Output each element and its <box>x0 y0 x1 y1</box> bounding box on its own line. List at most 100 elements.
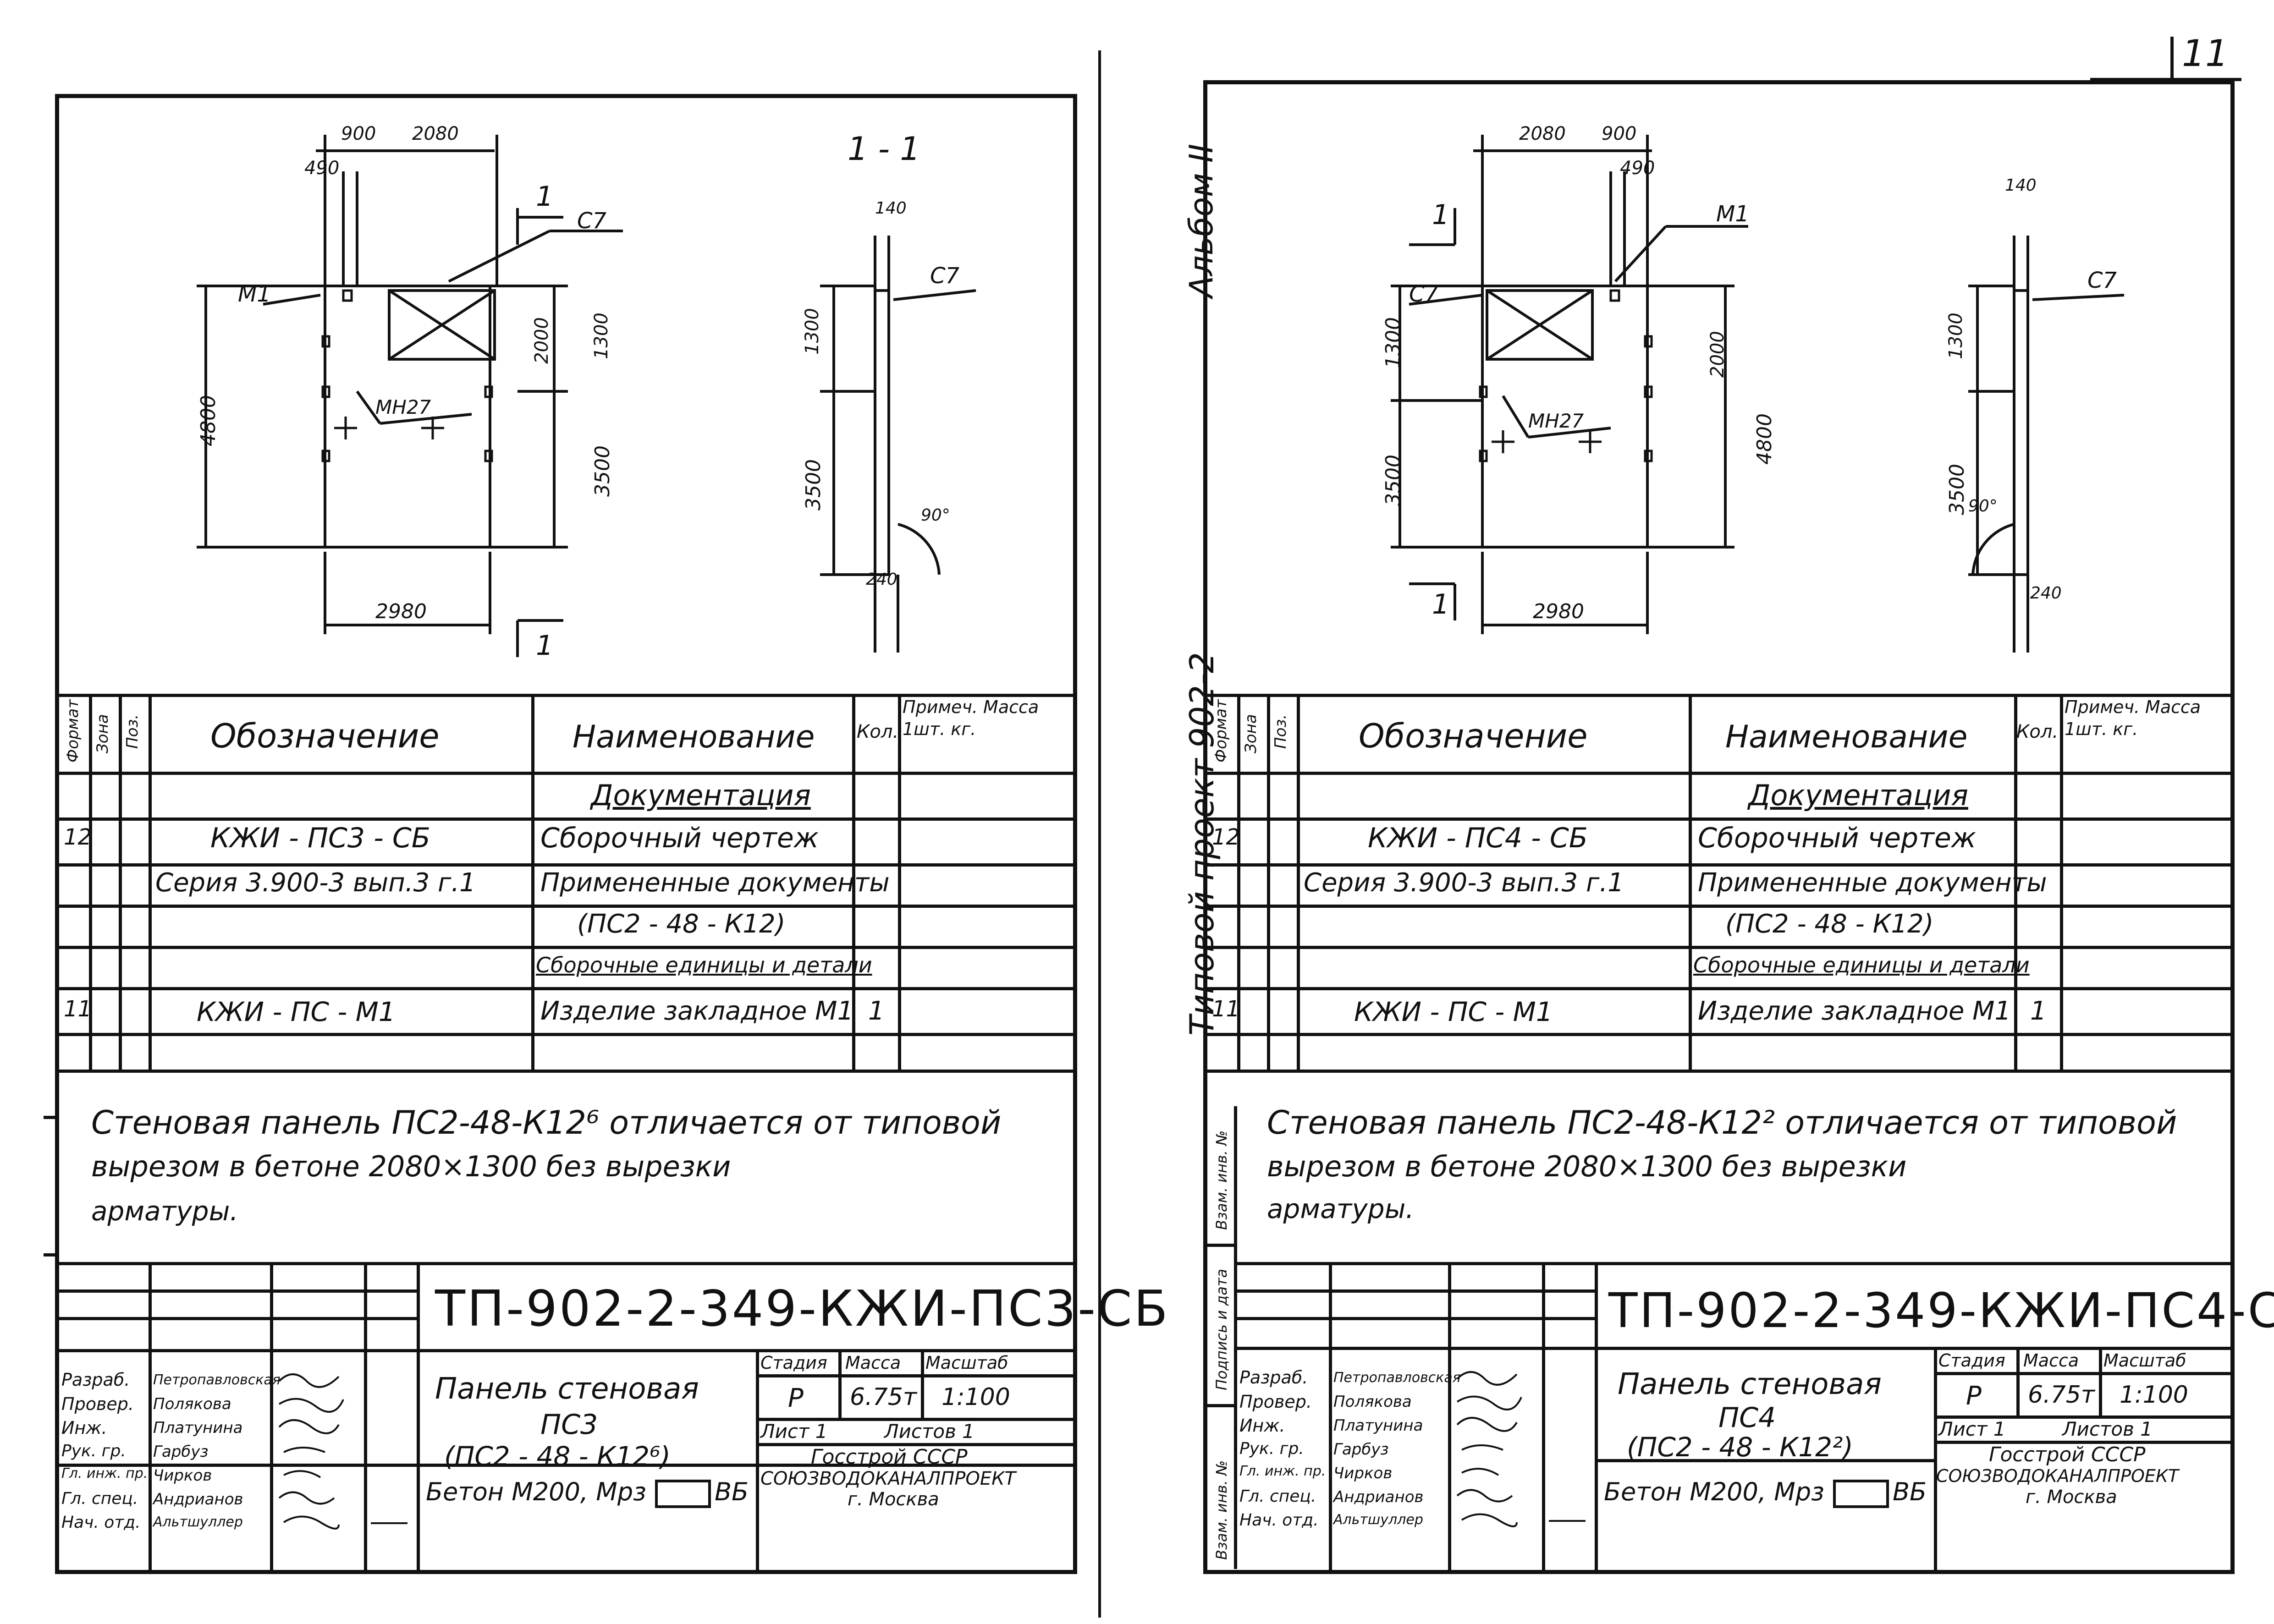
hdr-zone: Зона <box>94 714 112 753</box>
dim-490: 490 <box>1620 158 1655 179</box>
section-dim-3500: 3500 <box>1945 464 1969 515</box>
person-name: Андрианов <box>1333 1488 1424 1506</box>
right-sheet: 2080 900 490 1300 3500 2000 4800 2980 М1… <box>1203 80 2274 1574</box>
dim-240: 240 <box>866 570 897 589</box>
concrete-label: Бетон М200, Мрз <box>1604 1477 1824 1506</box>
row-2-name: Сборочный чертеж <box>1698 822 1976 854</box>
person-role: Рук. гр. <box>61 1442 126 1460</box>
stage-header: Стадия <box>1938 1350 2005 1371</box>
person-name: Платунина <box>1333 1416 1423 1435</box>
scale-header: Масштаб <box>2103 1350 2186 1371</box>
org-3: г. Москва <box>848 1489 939 1510</box>
mass-value: 6.75т <box>2028 1381 2095 1409</box>
title-code: ТП-902-2-349-КЖИ-ПС3-СБ <box>435 1280 1170 1338</box>
scale-header: Масштаб <box>925 1353 1008 1373</box>
row-3-name: Примененные документы <box>1698 868 2047 898</box>
title-code: ТП-902-2-349-КЖИ-ПС4-СБ <box>1608 1283 2274 1339</box>
row-4-name: (ПС2 - 48 - К12) <box>577 909 786 939</box>
row-1-name: Документация <box>1748 779 1968 812</box>
sheet-num: Лист 1 <box>1938 1418 2006 1440</box>
person-role: Гл. спец. <box>61 1489 138 1508</box>
cut-label-bottom: 1 <box>1432 588 1450 620</box>
person-name: Чирков <box>153 1466 212 1485</box>
dim-4800: 4800 <box>197 395 220 446</box>
label-mn27: МН27 <box>1528 410 1584 432</box>
person-role: Инж. <box>1239 1416 1285 1436</box>
dim-2980: 2980 <box>1533 600 1584 623</box>
row-6-designation: КЖИ - ПС - М1 <box>1354 996 1553 1027</box>
left-drawing <box>197 135 976 657</box>
angle-90: 90° <box>921 506 950 525</box>
person-name: Полякова <box>1333 1393 1412 1411</box>
spec-table: Формат Зона Поз. Обозначение Наименовани… <box>59 694 1073 1106</box>
dim-140: 140 <box>875 199 907 218</box>
dim-1300: 1300 <box>1382 317 1405 368</box>
cut-label-top: 1 <box>536 181 554 213</box>
hdr-name: Наименование <box>573 719 815 755</box>
page-number-rule <box>2170 37 2174 82</box>
margin-tick <box>44 1116 57 1119</box>
row-6-format: 11 <box>1212 996 1240 1022</box>
dim-490: 490 <box>304 158 340 179</box>
hdr-format: Формат <box>64 699 82 763</box>
label-mn27: МН27 <box>375 396 431 418</box>
panel-name-1: Панель стеновая <box>435 1372 699 1406</box>
section-c7: С7 <box>930 263 960 289</box>
people-list: Разраб. Петропавловская Провер. Полякова… <box>1237 1347 1595 1570</box>
dim-4800: 4800 <box>1753 413 1776 465</box>
dim-2080: 2080 <box>1519 123 1566 144</box>
page-number: 11 <box>2182 32 2229 75</box>
person-role: Нач. отд. <box>61 1513 141 1532</box>
row-3-name: Примененные документы <box>540 868 890 898</box>
mass-value: 6.75т <box>850 1383 917 1411</box>
row-6-qty: 1 <box>2030 996 2047 1026</box>
sheet-count: Листов 1 <box>884 1420 975 1443</box>
hdr-qty: Кол. <box>2016 721 2059 742</box>
row-2-format: 12 <box>64 824 92 850</box>
stage-value: Р <box>1966 1381 1982 1411</box>
right-drawing <box>1391 135 2125 653</box>
label-m1: М1 <box>238 281 271 307</box>
person-name: Полякова <box>153 1395 231 1413</box>
note-line-1: Стеновая панель ПС2-48-К12² отличается о… <box>1267 1104 2177 1141</box>
hdr-note: Примеч. Масса 1шт. кг. <box>903 697 1039 739</box>
note-line-3: арматуры. <box>1267 1193 1414 1224</box>
people-list: Разраб. Петропавловская Провер. Полякова… <box>59 1349 417 1571</box>
cut-label-bottom: 1 <box>536 630 554 662</box>
section-c7: С7 <box>2087 268 2117 293</box>
center-divider <box>1098 50 1101 1618</box>
row-2-name: Сборочный чертеж <box>540 822 819 854</box>
section-mark: 1 - 1 <box>848 130 920 168</box>
row-6-qty: 1 <box>868 996 885 1026</box>
person-name: Гарбуз <box>153 1443 209 1461</box>
title-block: ТП-902-2-349-КЖИ-ПС4-СБ Панель стеновая … <box>1237 1262 2274 1570</box>
person-name: Петропавловская <box>1333 1370 1461 1386</box>
row-4-name: (ПС2 - 48 - К12) <box>1725 909 1934 939</box>
person-name: Платунина <box>153 1419 243 1437</box>
note-line-1: Стеновая панель ПС2-48-К12⁶ отличается о… <box>91 1104 1002 1141</box>
person-name: Гарбуз <box>1333 1440 1389 1459</box>
left-sheet: 900 2080 490 4800 2000 1300 3500 2980 С7… <box>55 94 1168 1574</box>
side-stamp: Взам. инв. № Подпись и дата Взам. инв. № <box>1207 1106 1237 1569</box>
person-name: Андрианов <box>153 1490 243 1509</box>
person-name: Альтшуллер <box>1333 1512 1423 1528</box>
panel-name-1: Панель стеновая <box>1618 1367 1882 1401</box>
dim-2080: 2080 <box>412 123 459 144</box>
cut-label-top: 1 <box>1432 199 1450 231</box>
person-role: Рук. гр. <box>1239 1439 1304 1458</box>
label-c7: С7 <box>577 208 607 234</box>
dim-1300: 1300 <box>591 313 612 359</box>
row-5-name: Сборочные единицы и детали <box>1693 953 2030 977</box>
mass-header: Масса <box>845 1353 901 1373</box>
panel-name-3: (ПС2 - 48 - К12⁶) <box>444 1441 671 1472</box>
concrete-label: Бетон М200, Мрз <box>426 1477 646 1506</box>
person-name: Альтшуллер <box>153 1514 243 1530</box>
org-1: Госстрой СССР <box>811 1445 968 1469</box>
row-2-designation: КЖИ - ПС4 - СБ <box>1368 822 1588 854</box>
person-role: Гл. инж. пр. <box>1239 1463 1326 1479</box>
org-2: СОЮЗВОДОКАНАЛПРОЕКТ <box>1936 1466 2179 1486</box>
person-name: Чирков <box>1333 1464 1393 1482</box>
section-dim-3500: 3500 <box>802 459 825 510</box>
row-3-designation: Серия 3.900-3 вып.3 г.1 <box>155 868 476 898</box>
panel-name-2: ПС3 <box>540 1409 598 1441</box>
